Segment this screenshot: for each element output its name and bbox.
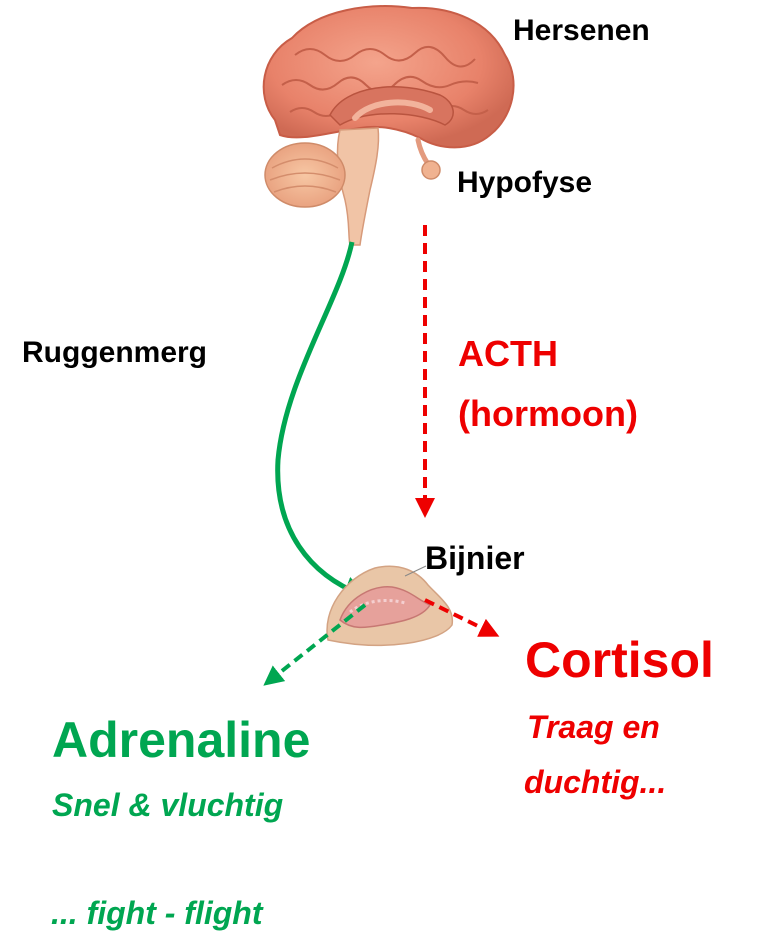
label-spinal-cord: Ruggenmerg (22, 336, 207, 371)
label-acth: ACTH (458, 333, 558, 374)
label-fight-flight: ... fight - flight (51, 895, 262, 932)
brain-illustration (264, 6, 514, 245)
label-cortisol: Cortisol (525, 632, 714, 690)
adrenal-gland-illustration (327, 566, 452, 645)
label-brain: Hersenen (513, 14, 650, 49)
label-adrenaline-desc: Snel & vluchtig (52, 787, 283, 824)
label-acth-subtitle: (hormoon) (458, 393, 638, 434)
label-cortisol-desc-line2: duchtig... (524, 764, 666, 801)
label-adrenal-gland: Bijnier (425, 540, 525, 577)
label-adrenaline: Adrenaline (52, 712, 310, 770)
label-pituitary: Hypofyse (457, 166, 592, 201)
label-cortisol-desc-line1: Traag en (527, 709, 660, 746)
spinal-cord-arrow (278, 242, 362, 595)
